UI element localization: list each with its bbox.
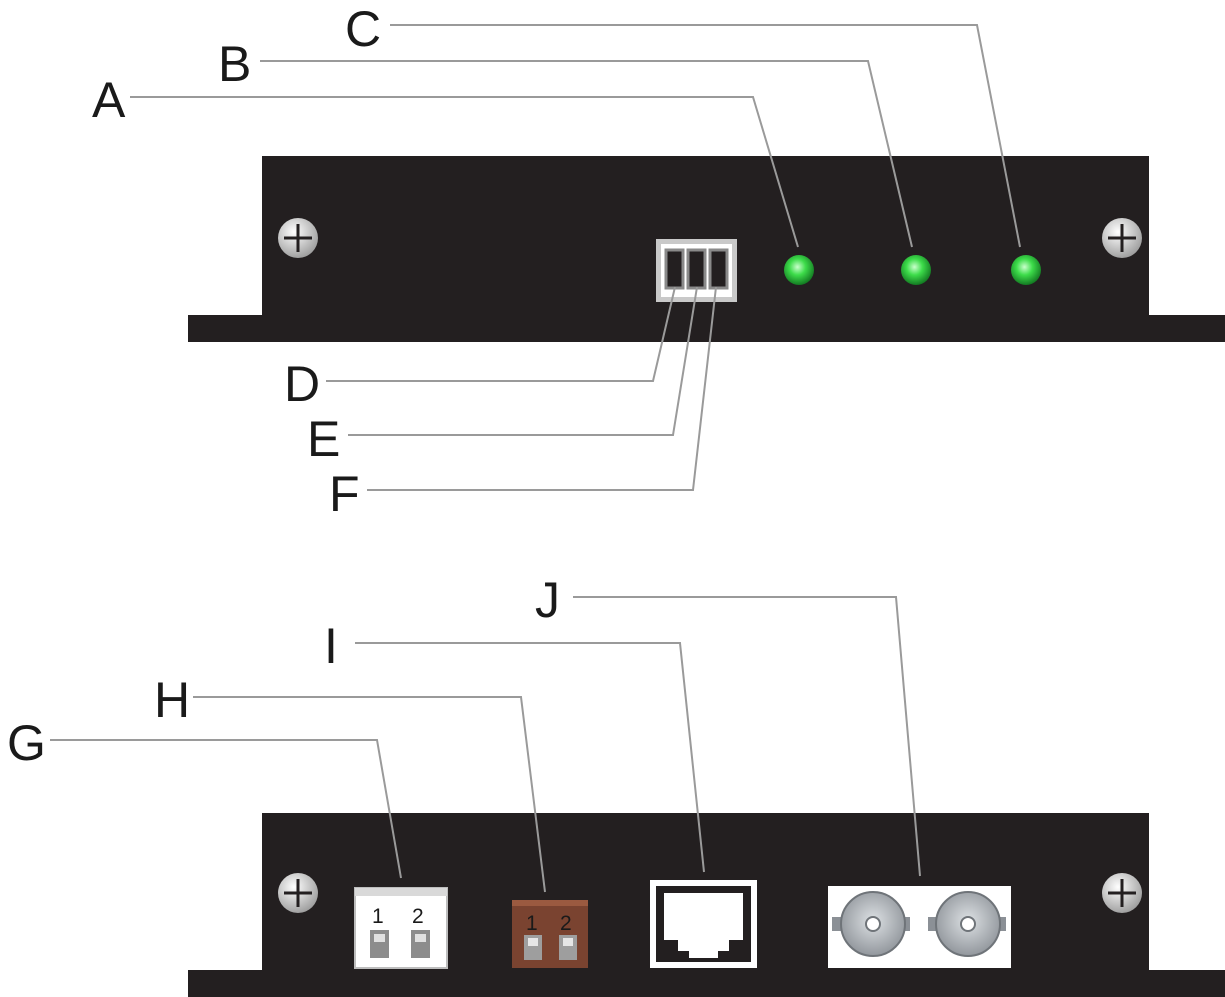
green-led-icon <box>901 255 931 285</box>
callout-b: B <box>218 36 251 92</box>
screw-icon <box>1102 218 1142 258</box>
rear-panel: 1 2 1 2 <box>188 813 1225 997</box>
rj-jack-icon[interactable] <box>650 880 757 968</box>
leader-line-e <box>348 286 698 436</box>
leader-line-f <box>367 286 717 491</box>
terminal-white-pin-1: 1 <box>372 905 384 928</box>
leader-line-c <box>390 24 1021 248</box>
terminal-block-white[interactable]: 1 2 <box>354 887 448 969</box>
green-led-icon <box>784 255 814 285</box>
rear-callouts: G H I J <box>7 572 560 771</box>
dip-switch-2[interactable] <box>686 248 707 290</box>
callout-j: J <box>535 572 560 628</box>
leader-line-j <box>573 596 921 877</box>
callout-d: D <box>284 356 320 412</box>
front-leader-lines <box>130 24 1021 491</box>
front-panel <box>188 156 1225 342</box>
leader-line-h <box>193 696 546 893</box>
callout-i: I <box>324 618 338 674</box>
front-callouts: A B C D E F <box>92 1 381 522</box>
bnc-pair[interactable] <box>828 886 1011 968</box>
callout-e: E <box>307 411 340 467</box>
leader-line-i <box>355 642 705 873</box>
callout-h: H <box>154 672 190 728</box>
callout-c: C <box>345 1 381 57</box>
terminal-block-brown[interactable]: 1 2 <box>512 900 588 968</box>
terminal-brown-pin-1: 1 <box>526 912 538 935</box>
screw-icon <box>278 218 318 258</box>
leader-line-g <box>50 739 402 879</box>
leader-line-b <box>260 60 913 248</box>
screw-icon <box>278 873 318 913</box>
green-led-icon <box>1011 255 1041 285</box>
callout-g: G <box>7 715 46 771</box>
bnc-connector-icon[interactable] <box>928 891 1006 957</box>
bnc-connector-icon[interactable] <box>832 891 910 957</box>
leader-line-a <box>130 96 799 248</box>
rear-leader-lines <box>50 596 921 893</box>
terminal-white-pin-2: 2 <box>412 905 424 928</box>
leader-line-d <box>326 286 676 382</box>
callout-a: A <box>92 72 126 128</box>
terminal-brown-pin-2: 2 <box>560 912 572 935</box>
screw-icon <box>1102 873 1142 913</box>
callout-f: F <box>329 466 360 522</box>
dip-switch-1[interactable] <box>664 248 685 290</box>
dip-switch-3[interactable] <box>708 248 729 290</box>
